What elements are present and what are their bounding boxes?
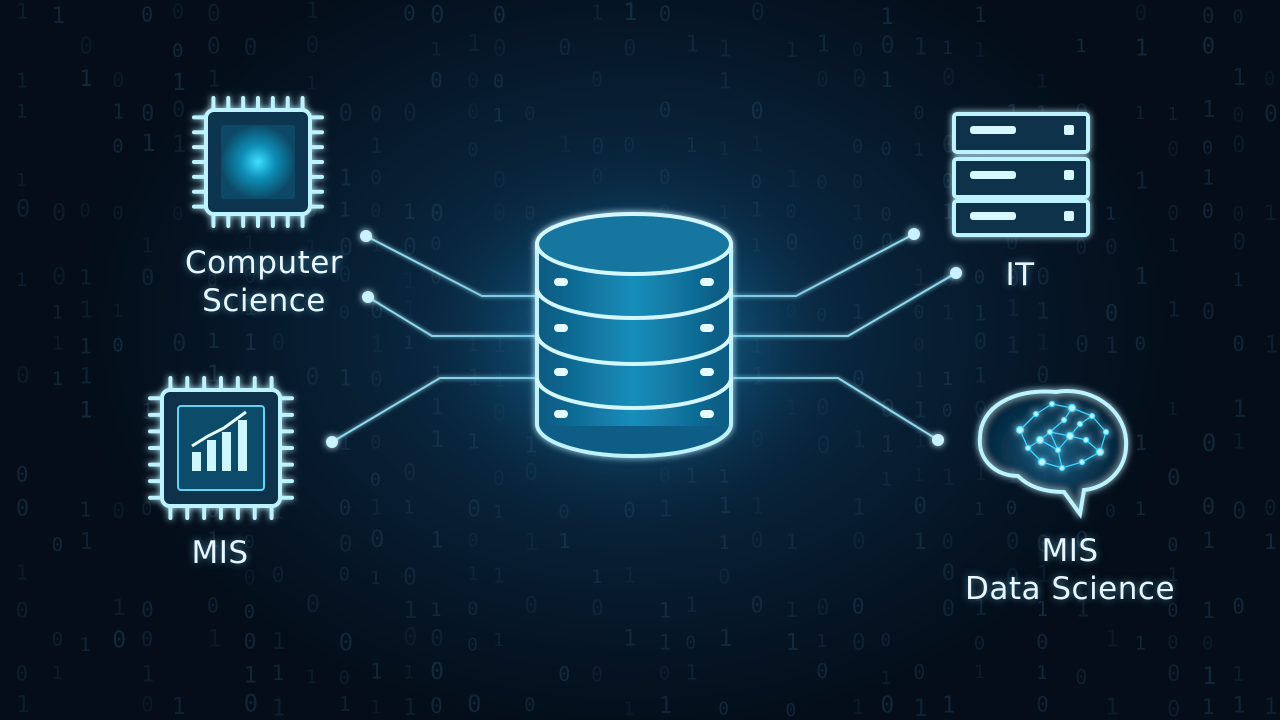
node-label-computer-science: Computer Science — [184, 245, 344, 319]
connector-dot — [950, 267, 962, 279]
bar-chart-glyph — [192, 420, 247, 471]
connector-dot — [360, 230, 372, 242]
connector-dot — [326, 436, 338, 448]
cpu-chip-icon — [192, 96, 324, 228]
connector-endpoints — [326, 228, 962, 448]
connector-dot — [362, 291, 374, 303]
node-label-mis: MIS — [191, 535, 249, 571]
database-icon — [414, 150, 854, 530]
node-label-mis-data-science: MIS Data Science — [964, 533, 1176, 607]
brain-network-icon — [977, 389, 1129, 520]
node-label-it: IT — [1005, 257, 1035, 293]
connector-dot — [908, 228, 920, 240]
connector-dot — [932, 434, 944, 446]
chip-bar-chart-icon — [148, 376, 294, 520]
server-rack-icon — [952, 112, 1090, 237]
